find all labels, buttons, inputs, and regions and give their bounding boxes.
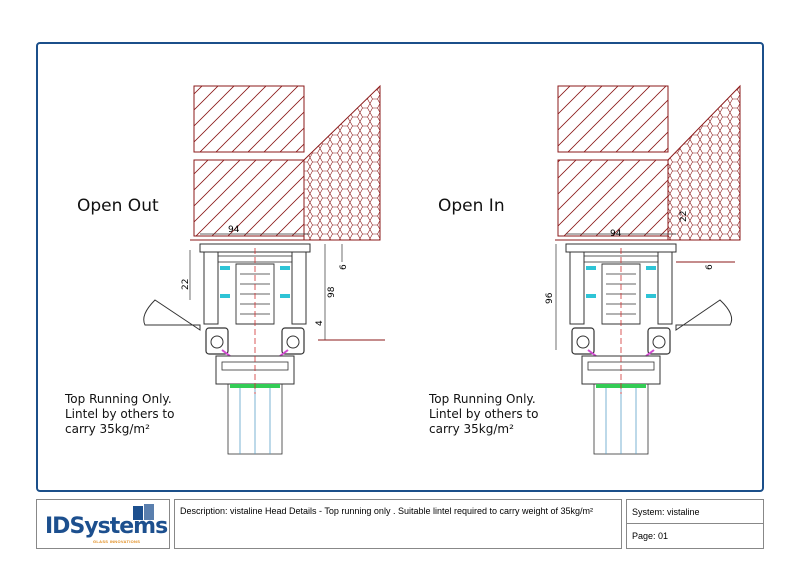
open-out-heading: Open Out [77, 196, 159, 216]
logo-mark-icon [133, 504, 154, 520]
description: Description: vistaline Head Details - To… [174, 499, 622, 549]
open-in-detail [555, 84, 741, 455]
system-label: System: vistaline [626, 499, 764, 524]
note-line: carry 35kg/m² [65, 422, 150, 436]
note-line: Top Running Only. [65, 392, 172, 406]
title-block: IDSystems GLASS INNOVATIONS Description:… [36, 499, 764, 549]
page-label: Page: 01 [626, 524, 764, 549]
note-line: Lintel by others to [65, 407, 175, 421]
dim-width-left: 94 [228, 225, 240, 235]
drawing-frame [36, 42, 764, 492]
dim-height-right: 96 [545, 292, 555, 304]
dim-22-left: 22 [181, 279, 191, 290]
note-line: Lintel by others to [429, 407, 539, 421]
open-out-detail [143, 84, 385, 455]
note-line: Top Running Only. [429, 392, 536, 406]
note-line: carry 35kg/m² [429, 422, 514, 436]
logo-text: IDSystems [45, 514, 168, 539]
dim-22-right: 22 [679, 211, 689, 222]
dim-6-right: 6 [705, 264, 715, 270]
dim-4-left: 4 [315, 320, 325, 326]
logo: IDSystems GLASS INNOVATIONS [36, 499, 170, 549]
dim-6-left: 6 [339, 264, 349, 270]
open-in-note: Top Running Only. Lintel by others to ca… [429, 392, 569, 437]
open-in-heading: Open In [438, 196, 505, 216]
open-out-note: Top Running Only. Lintel by others to ca… [65, 392, 205, 437]
logo-tagline: GLASS INNOVATIONS [93, 539, 141, 544]
dim-height-left: 98 [327, 286, 337, 298]
dim-width-right: 94 [610, 229, 622, 239]
